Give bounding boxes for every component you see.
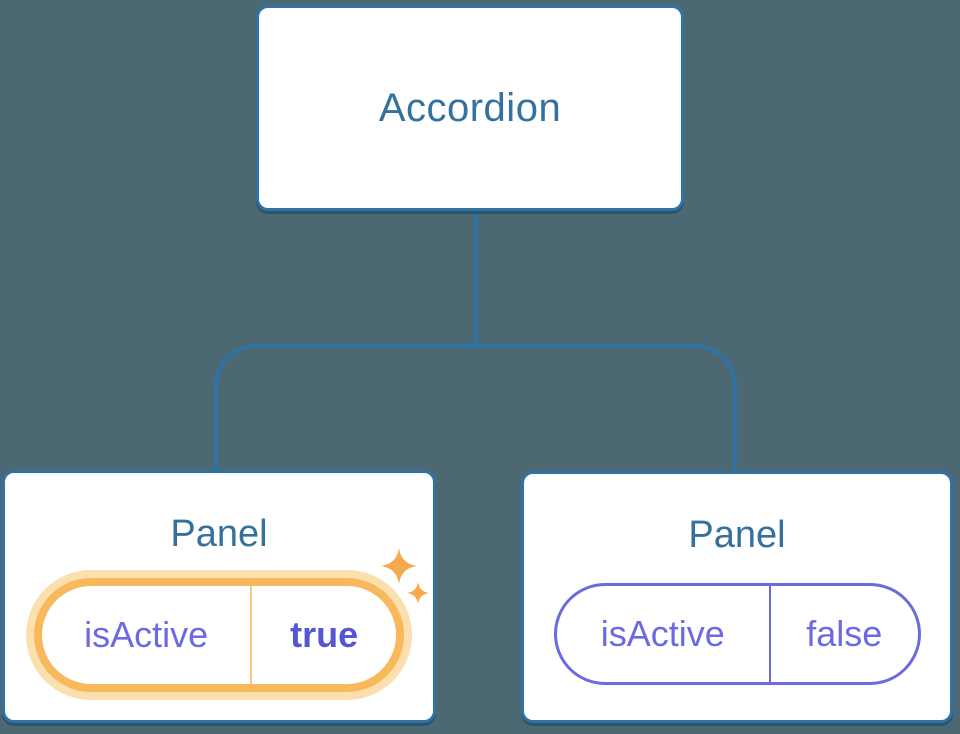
state-pill-inactive: isActive false bbox=[553, 583, 921, 685]
connector-stem bbox=[474, 210, 478, 346]
accordion-node: Accordion bbox=[256, 5, 684, 211]
panel-title: Panel bbox=[170, 513, 268, 555]
panel-node-active: Panel isActive true bbox=[2, 470, 436, 723]
panel-node-inactive: Panel isActive false bbox=[521, 471, 953, 723]
state-pill-active: isActive true bbox=[34, 578, 404, 692]
pill-divider bbox=[768, 586, 771, 682]
panel-title: Panel bbox=[688, 514, 786, 556]
sparkles-icon bbox=[381, 548, 429, 606]
accordion-label: Accordion bbox=[378, 85, 562, 130]
state-value: true bbox=[290, 614, 359, 655]
connector-branches bbox=[214, 344, 737, 471]
state-value: false bbox=[806, 613, 883, 654]
state-name: isActive bbox=[600, 613, 725, 654]
state-name: isActive bbox=[84, 614, 209, 655]
pill-divider bbox=[250, 586, 253, 684]
